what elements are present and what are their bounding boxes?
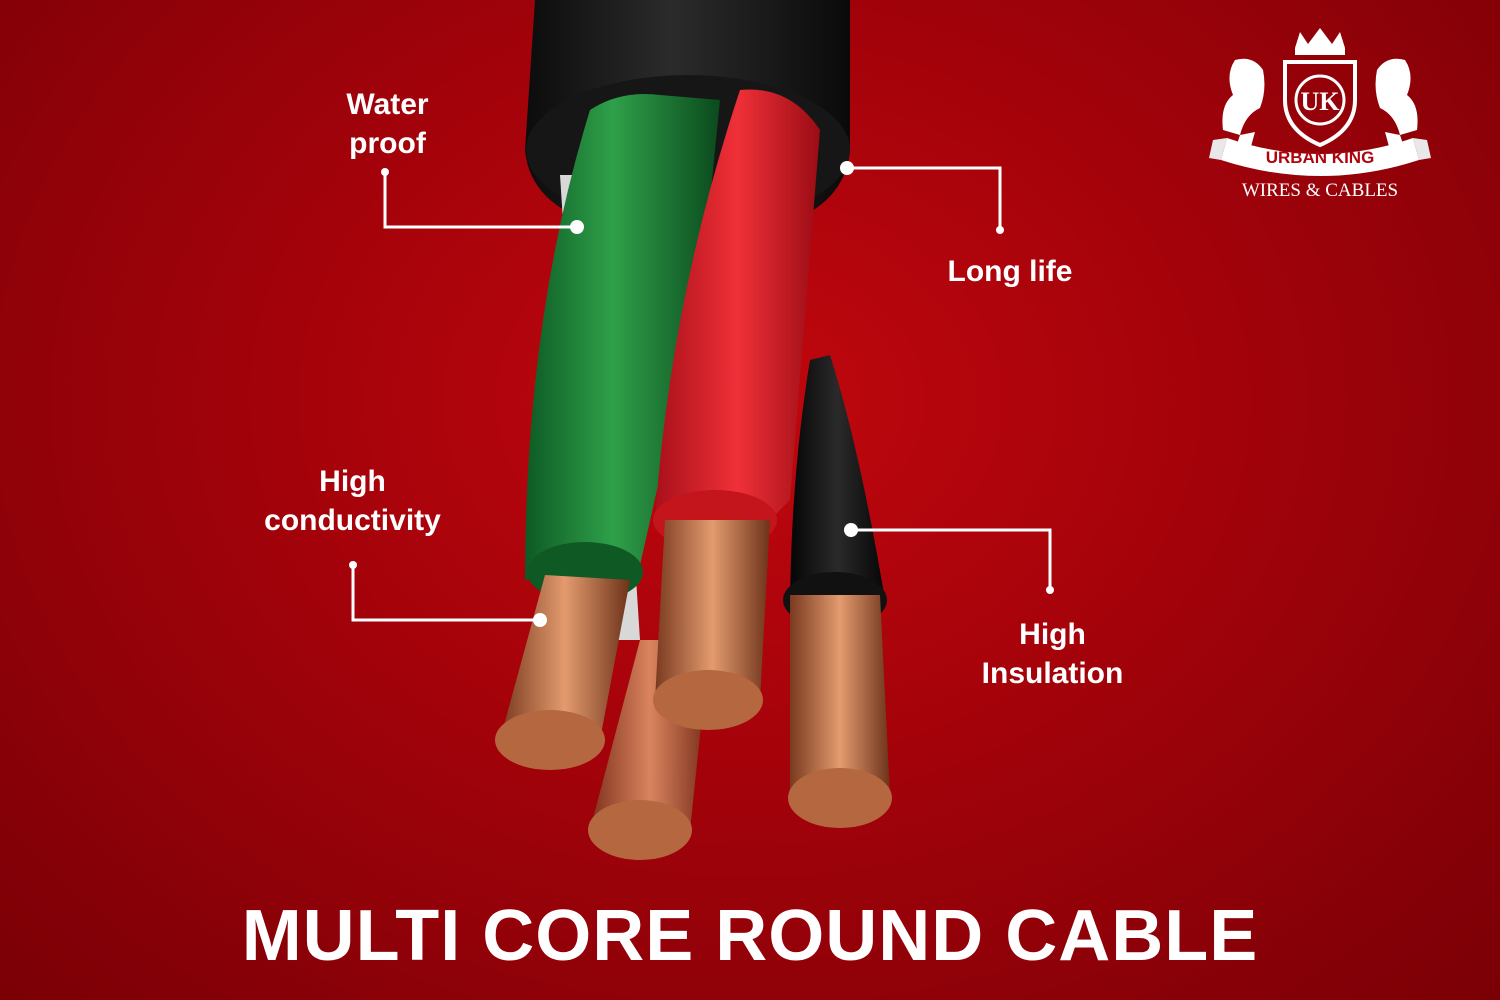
brand-monogram: UK [1301, 87, 1341, 116]
callout-dot [349, 561, 357, 569]
page-title: MULTI CORE ROUND CABLE [241, 896, 1259, 976]
feature-line: High [319, 465, 386, 498]
feature-high-conductivity: High conductivity [245, 462, 460, 540]
callout-dot [570, 220, 584, 234]
shield-icon [1283, 60, 1357, 148]
feature-high-insulation: High Insulation [965, 615, 1140, 693]
black-core [790, 355, 885, 620]
callout-line-water-proof [383, 172, 577, 229]
callout-dot [844, 523, 858, 537]
feature-line: Insulation [981, 657, 1124, 690]
feature-line: conductivity [264, 504, 441, 537]
brand-name: URBAN KING [1266, 148, 1375, 167]
callout-dot [840, 161, 854, 175]
copper-strands-left [500, 575, 630, 740]
red-core [655, 89, 820, 520]
feature-long-life: Long life [935, 252, 1085, 291]
callout-dot [1046, 586, 1054, 594]
lion-left-icon [1222, 58, 1265, 150]
brand-logo: UK URBAN KING [1209, 28, 1431, 176]
callout-line-conductivity [351, 565, 540, 622]
lion-right-icon [1375, 58, 1418, 150]
copper-end-right [788, 768, 892, 828]
callout-dot [533, 613, 547, 627]
feature-line: proof [349, 127, 426, 160]
brand-tagline: WIRES & CABLES [1241, 180, 1399, 201]
green-core [525, 94, 720, 580]
ribbon-banner [1221, 138, 1419, 176]
feature-line: Long life [947, 255, 1073, 288]
feature-water-proof: Water proof [330, 85, 445, 163]
crown-icon [1295, 28, 1345, 55]
copper-end-center [653, 670, 763, 730]
callout-dot [381, 168, 389, 176]
callout-lines [351, 166, 1052, 622]
copper-end-left [495, 710, 605, 770]
copper-end-back [588, 800, 692, 860]
callout-dot [996, 226, 1004, 234]
copper-strands-right [790, 595, 890, 800]
copper-strands-center [655, 520, 770, 700]
callout-line-long-life [847, 166, 1002, 230]
callout-dots [349, 161, 1054, 627]
feature-line: Water [346, 88, 429, 121]
feature-line: High [1019, 618, 1086, 651]
callout-line-insulation [851, 528, 1052, 590]
